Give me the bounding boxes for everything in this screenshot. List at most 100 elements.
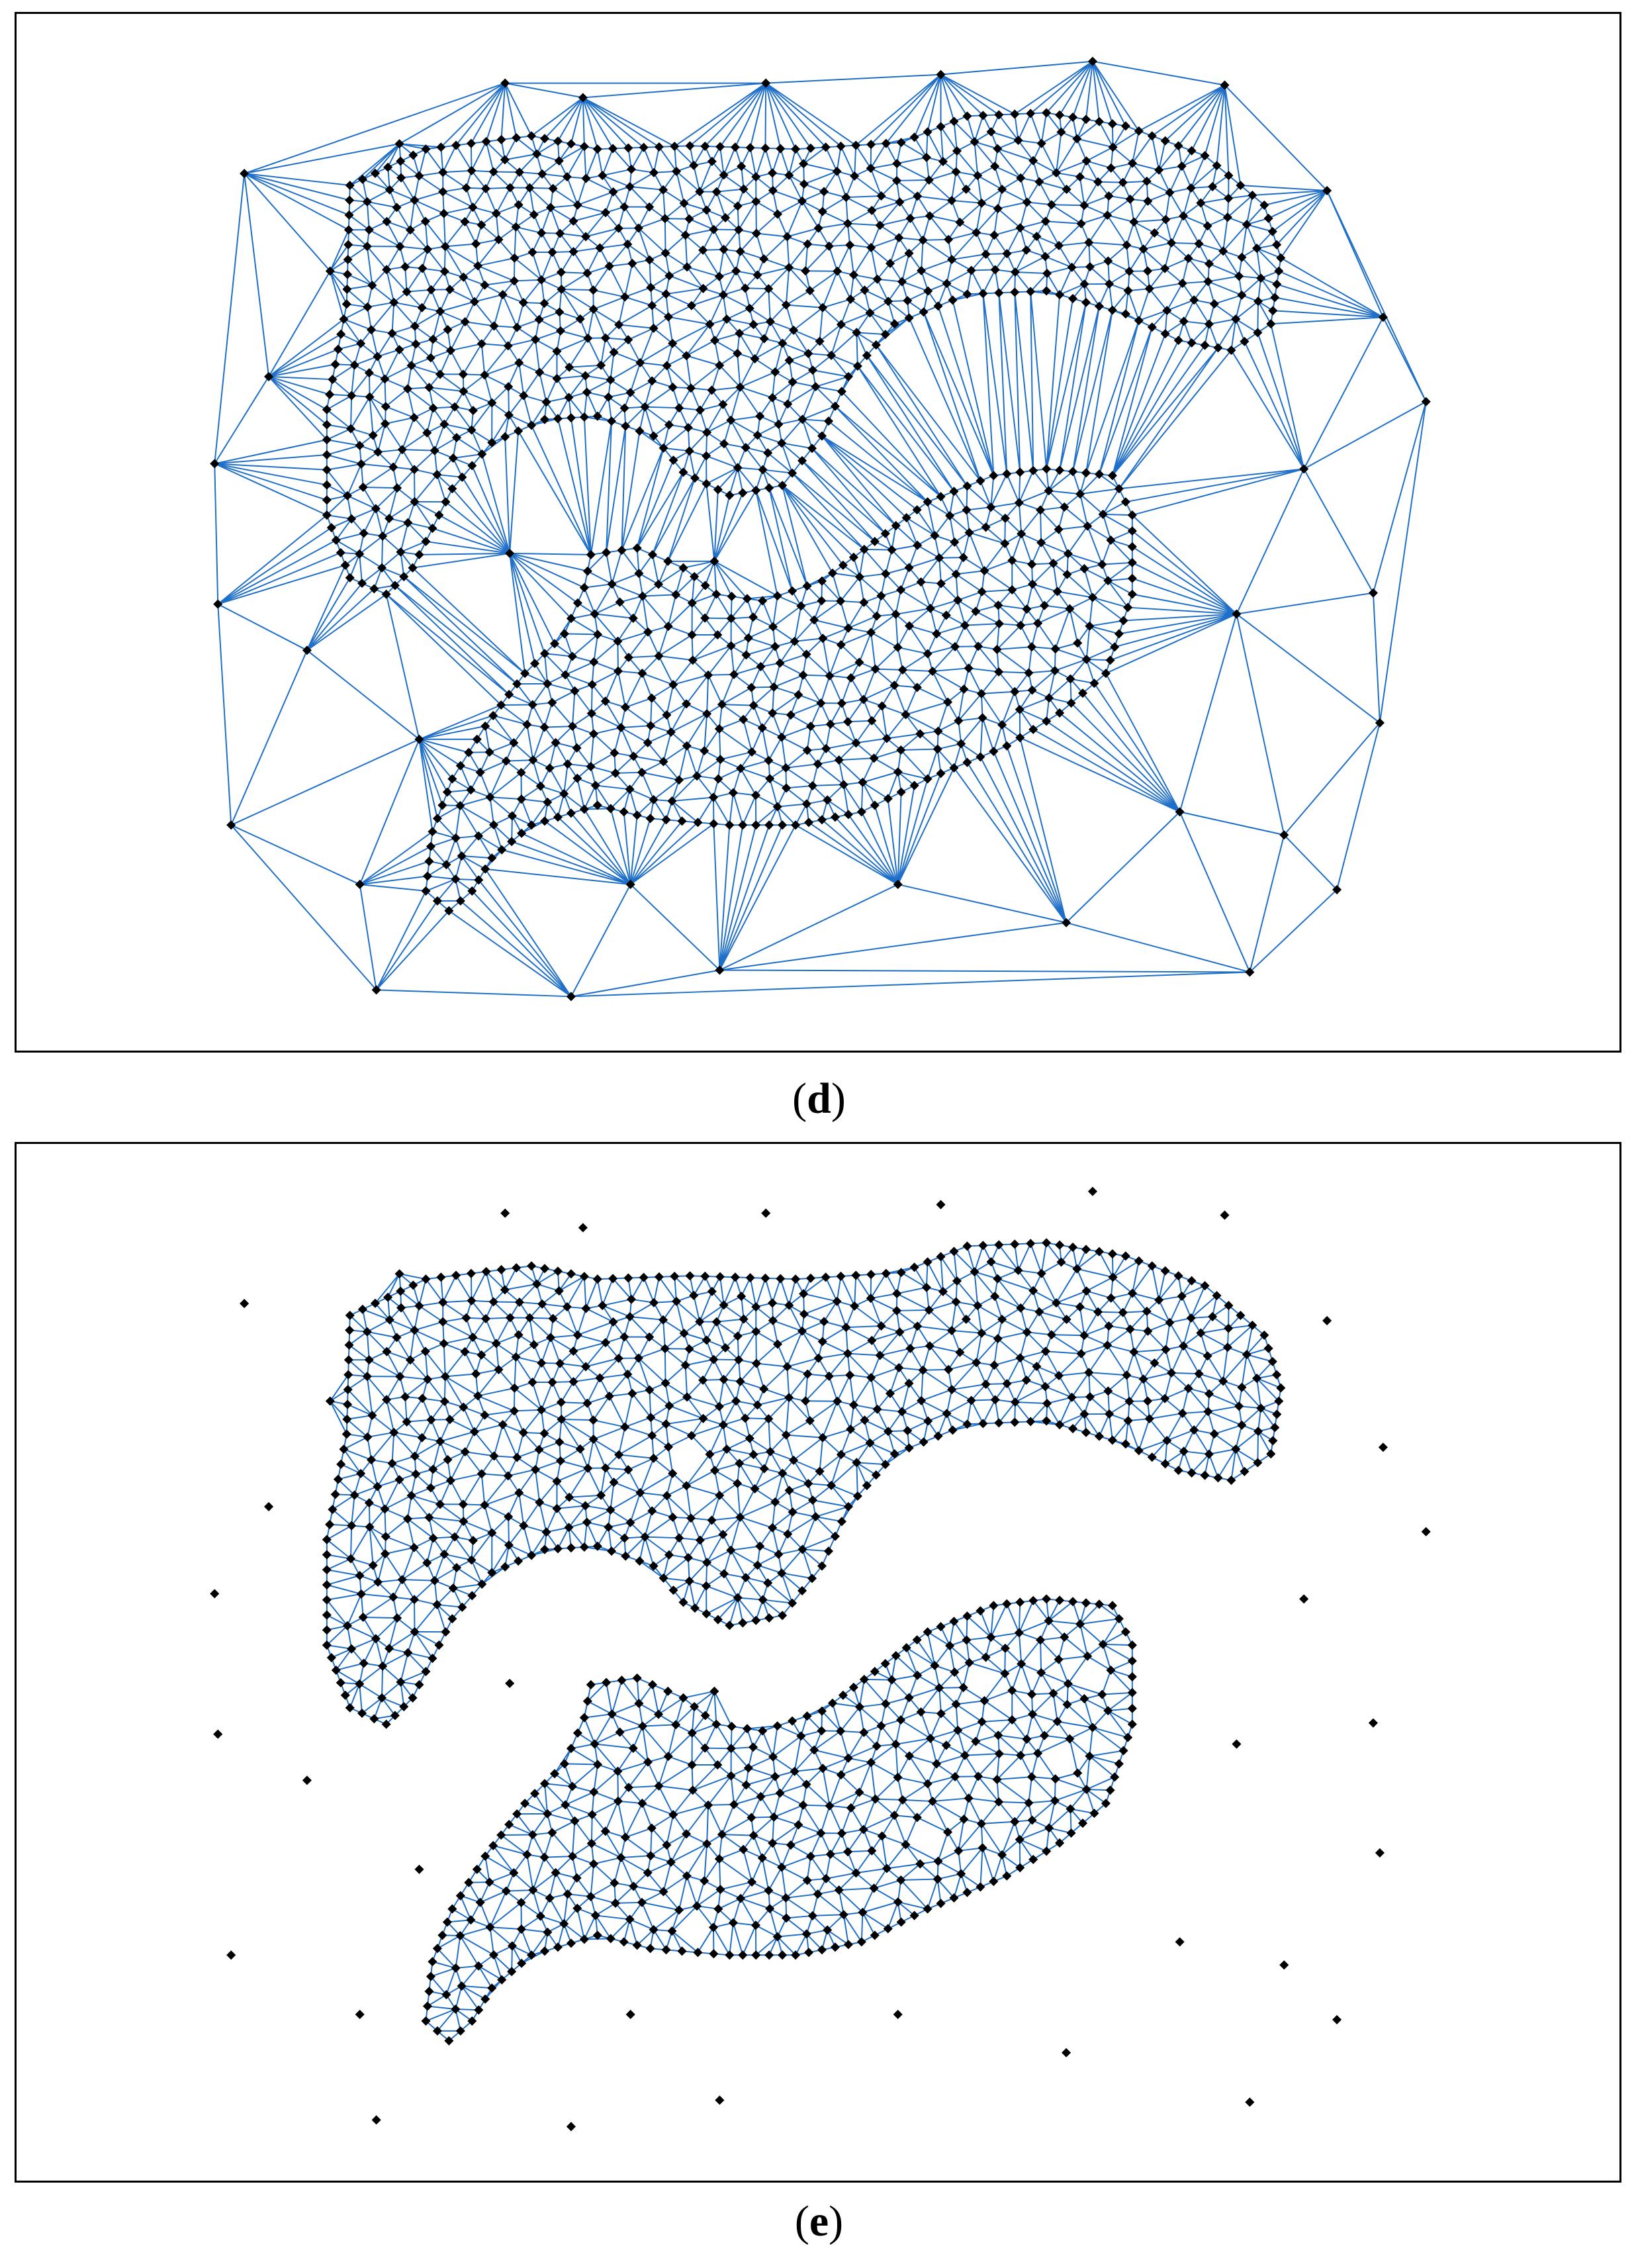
graph-d-node bbox=[852, 328, 862, 338]
graph-d-node bbox=[340, 560, 350, 570]
graph-d-node bbox=[768, 393, 778, 402]
graph-d-node bbox=[356, 338, 366, 348]
graph-d-edge bbox=[1103, 501, 1126, 515]
graph-d-edge bbox=[782, 485, 844, 566]
graph-d-node bbox=[378, 531, 388, 541]
graph-d-edge bbox=[1044, 256, 1072, 268]
graph-d-node bbox=[396, 173, 406, 183]
graph-d-edge bbox=[949, 491, 955, 516]
graph-d-node bbox=[545, 763, 555, 773]
graph-d-node bbox=[959, 685, 969, 694]
graph-d-node bbox=[537, 228, 547, 238]
graph-d-edge bbox=[644, 381, 653, 407]
graph-e-edge bbox=[484, 1504, 509, 1518]
graph-d-edge bbox=[531, 683, 548, 706]
graph-d-edge bbox=[553, 187, 578, 206]
graph-d-edge bbox=[810, 726, 827, 749]
graph-d-edge bbox=[514, 280, 524, 303]
graph-e-edge bbox=[335, 1648, 352, 1671]
graph-d-edge bbox=[330, 244, 349, 272]
graph-d-node bbox=[1299, 464, 1309, 474]
graph-d-node bbox=[445, 285, 455, 295]
graph-d-edge bbox=[1111, 333, 1166, 476]
graph-d-edge bbox=[886, 714, 907, 739]
graph-d-node bbox=[408, 563, 418, 573]
graph-d-edge bbox=[1001, 177, 1021, 190]
graph-d-node bbox=[559, 788, 569, 799]
graph-d-edge bbox=[1028, 670, 1055, 674]
graph-d-node bbox=[592, 411, 602, 421]
graph-e-edge bbox=[401, 1547, 415, 1580]
graph-d-node bbox=[531, 334, 541, 344]
graph-d-edge bbox=[1271, 316, 1383, 325]
graph-d-edge bbox=[587, 338, 602, 366]
graph-d-edge bbox=[550, 204, 578, 209]
graph-d-node bbox=[388, 462, 398, 472]
graph-e-edge bbox=[1066, 1319, 1085, 1336]
graph-d-edge bbox=[1089, 597, 1093, 626]
graph-d-edge bbox=[951, 171, 957, 201]
graph-d-edge bbox=[539, 318, 561, 332]
graph-d-edge bbox=[455, 82, 506, 146]
graph-d-edge bbox=[1056, 591, 1071, 610]
graph-d-edge bbox=[604, 700, 622, 728]
graph-d-edge bbox=[670, 703, 687, 733]
graph-d-node bbox=[843, 810, 853, 820]
graph-d-edge bbox=[1088, 242, 1109, 261]
graph-d-edge bbox=[820, 702, 831, 725]
graph-d-edge bbox=[957, 591, 983, 601]
graph-d-edge bbox=[471, 430, 483, 455]
graph-d-edge bbox=[1011, 534, 1023, 561]
graph-d-edge bbox=[493, 294, 504, 326]
graph-d-node bbox=[639, 142, 649, 152]
graph-d-edge bbox=[330, 270, 348, 290]
graph-d-node bbox=[481, 136, 491, 146]
graph-d-edge bbox=[587, 308, 594, 339]
graph-d-edge bbox=[1133, 201, 1149, 222]
graph-d-edge bbox=[436, 457, 454, 475]
graph-d-edge bbox=[1103, 514, 1133, 532]
graph-d-edge bbox=[326, 439, 360, 446]
graph-d-node bbox=[715, 142, 725, 152]
graph-d-edge bbox=[531, 425, 592, 555]
graph-e-edge bbox=[946, 1389, 953, 1414]
graph-d-edge bbox=[719, 825, 744, 970]
graph-d-edge bbox=[801, 386, 817, 420]
graph-e-edge bbox=[330, 1389, 349, 1402]
graph-d-node bbox=[764, 284, 774, 294]
graph-d-node bbox=[615, 597, 625, 607]
graph-d-node bbox=[371, 985, 381, 995]
graph-d-edge bbox=[1107, 244, 1127, 262]
graph-d-edge bbox=[414, 199, 426, 222]
graph-e-edge bbox=[872, 1331, 900, 1341]
graph-d-edge bbox=[214, 463, 328, 516]
graph-d-node bbox=[539, 649, 550, 659]
graph-e-edge bbox=[474, 1431, 495, 1457]
graph-d-node bbox=[662, 361, 672, 371]
graph-d-edge bbox=[559, 233, 574, 252]
graph-d-edge bbox=[740, 759, 769, 769]
graph-d-edge bbox=[659, 655, 693, 661]
graph-d-edge bbox=[582, 97, 660, 148]
graph-e-edge bbox=[471, 1271, 487, 1301]
graph-e-edge bbox=[1198, 1373, 1210, 1394]
graph-d-node bbox=[917, 265, 927, 275]
graph-d-node bbox=[726, 415, 736, 425]
graph-d-edge bbox=[1085, 320, 1140, 473]
graph-d-edge bbox=[639, 362, 653, 381]
graph-d-edge bbox=[593, 308, 619, 326]
graph-d-edge bbox=[772, 381, 794, 399]
graph-d-edge bbox=[1138, 84, 1225, 132]
graph-d-node bbox=[841, 193, 851, 203]
graph-d-node bbox=[818, 303, 828, 312]
graph-d-node bbox=[733, 463, 743, 473]
graph-e-edge bbox=[442, 1275, 457, 1303]
graph-d-edge bbox=[306, 577, 351, 651]
graph-e-edge bbox=[432, 1468, 451, 1482]
graph-d-node bbox=[713, 630, 723, 640]
graph-d-node bbox=[768, 168, 778, 178]
graph-d-edge bbox=[772, 148, 782, 173]
graph-d-edge bbox=[811, 448, 886, 534]
graph-d-edge bbox=[696, 750, 705, 777]
graph-d-node bbox=[380, 419, 390, 429]
